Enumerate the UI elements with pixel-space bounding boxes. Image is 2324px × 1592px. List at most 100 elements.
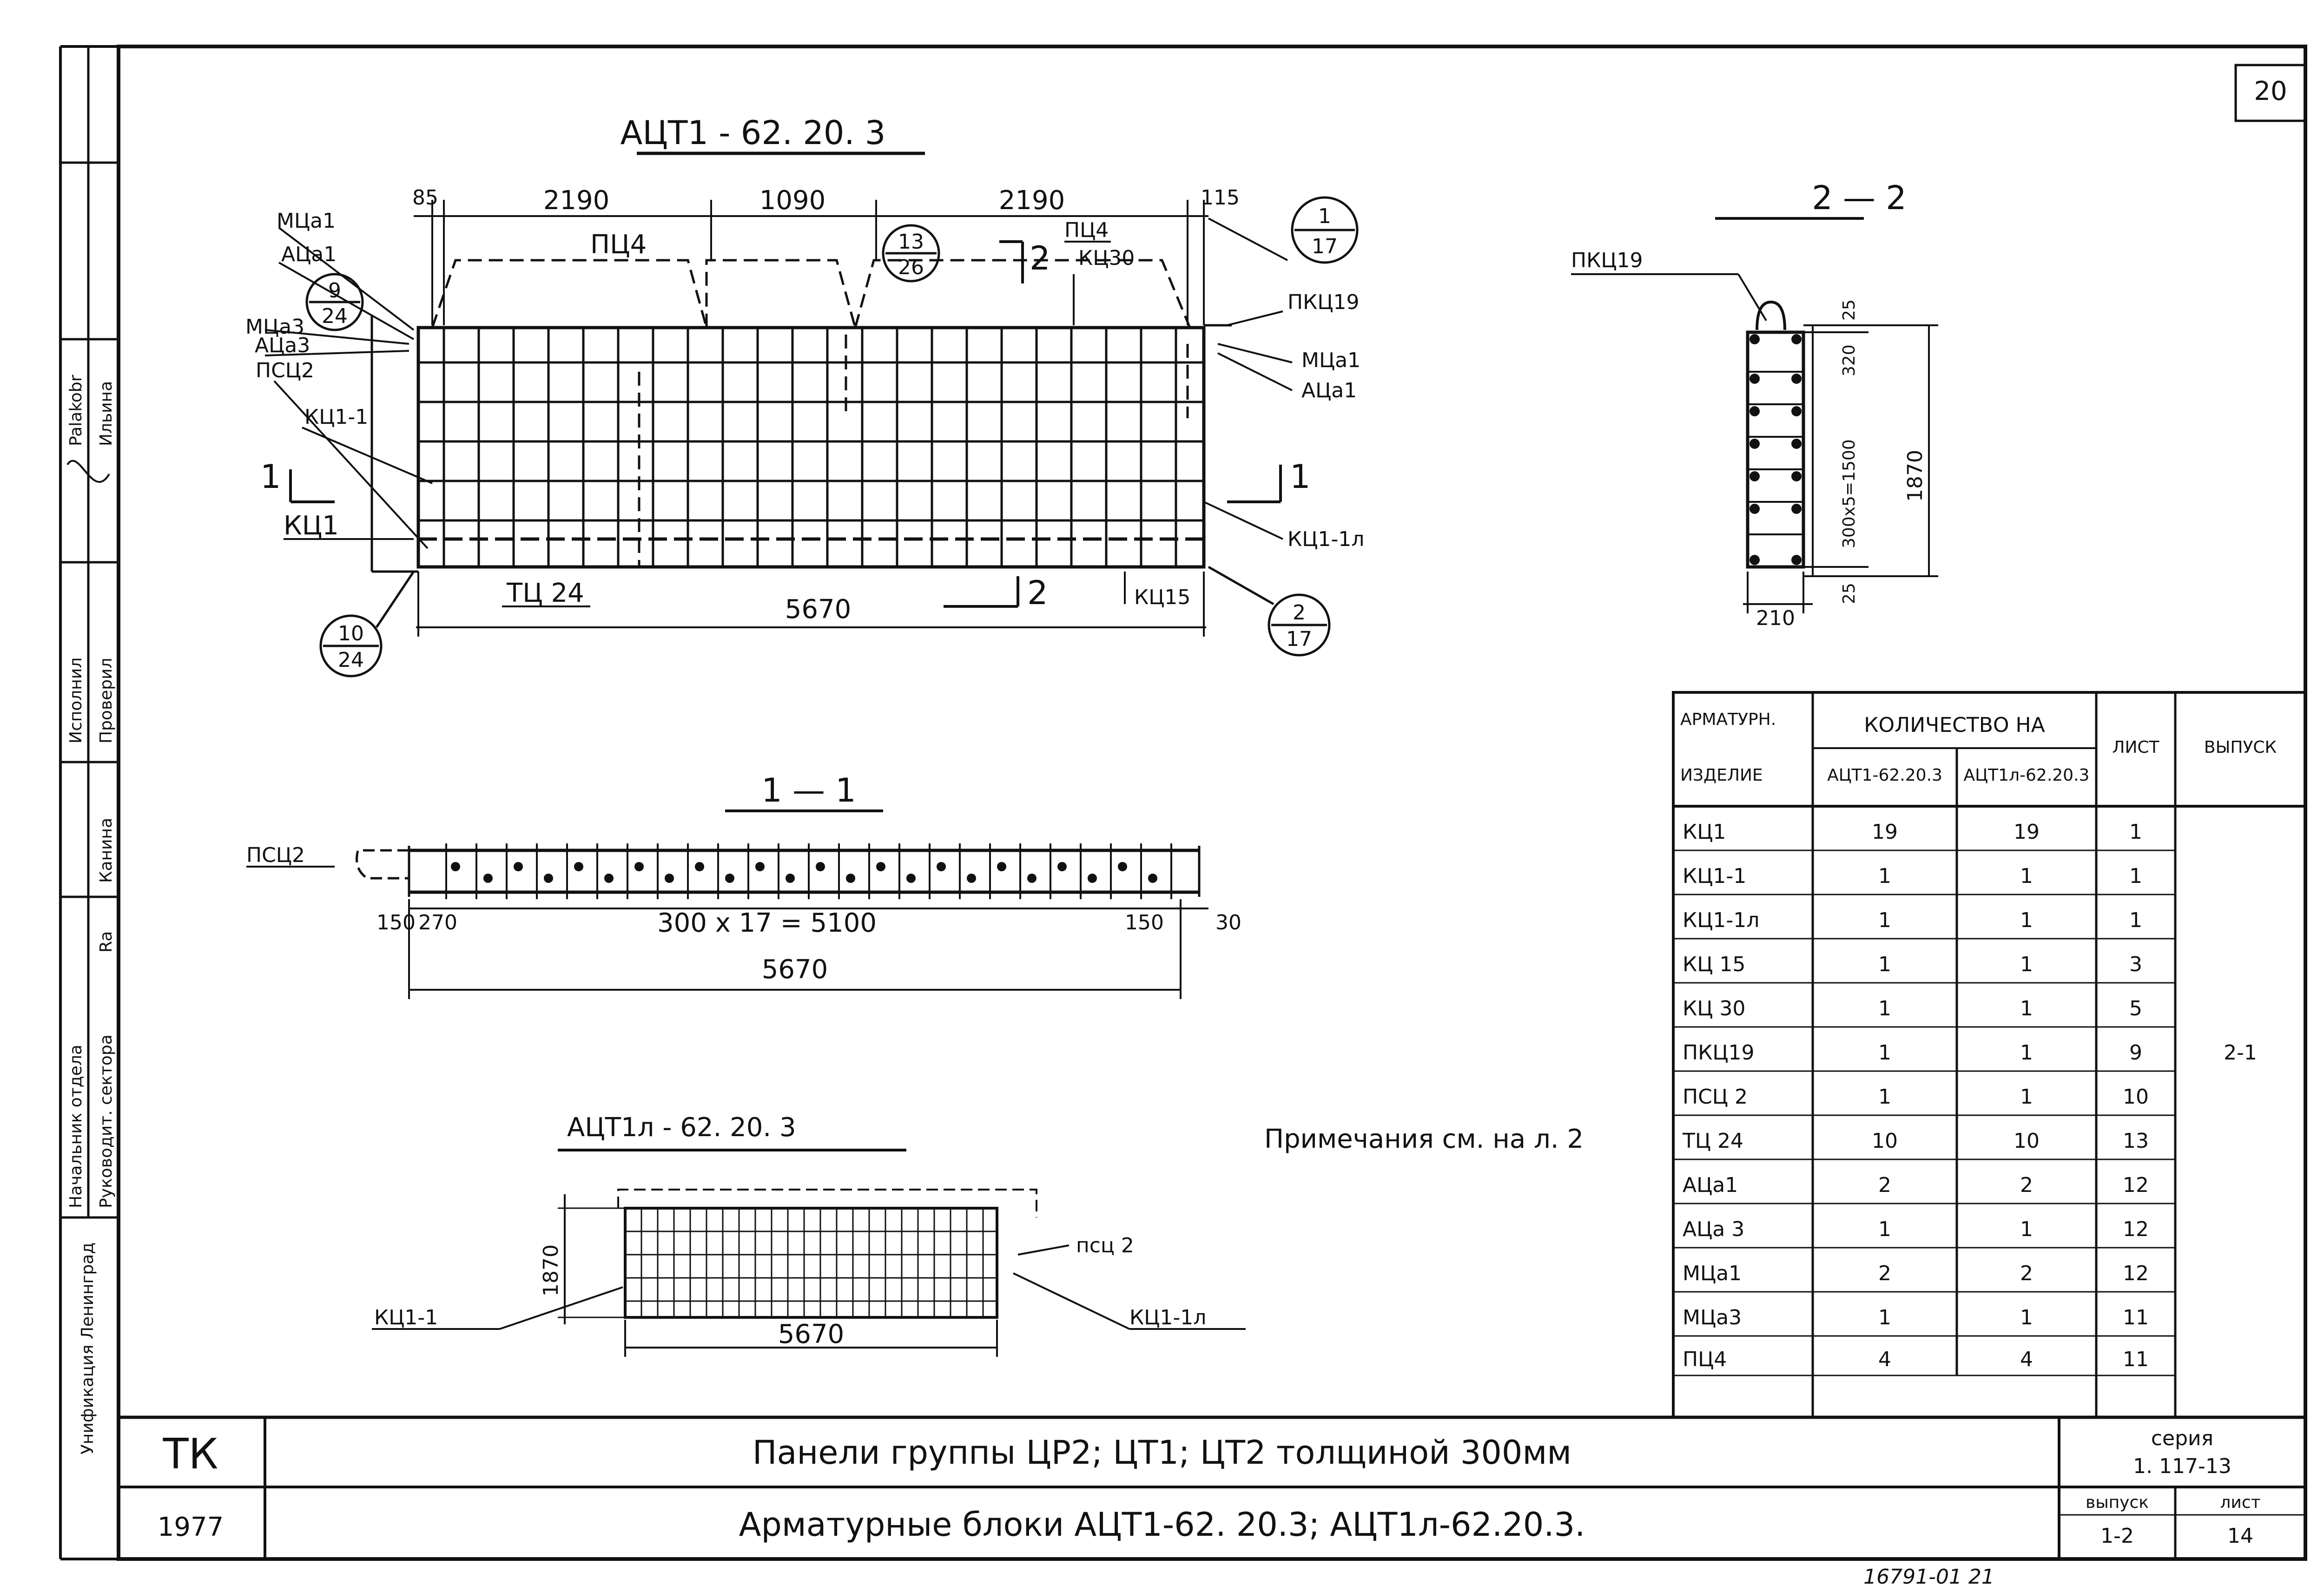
svg-text:1: 1 <box>1878 1306 1891 1329</box>
table-row: КЦ 15 1 1 3 <box>1683 953 2142 976</box>
stamp-role-4: Проверил <box>97 658 116 743</box>
svg-text:ТЦ 24: ТЦ 24 <box>1682 1129 1743 1153</box>
title-block-list-value: 14 <box>2227 1524 2253 1548</box>
callout-3-bottom: 24 <box>338 648 364 672</box>
small-label-left: КЦ1-1 <box>374 1306 438 1329</box>
signature-mark <box>66 460 110 483</box>
svg-text:11: 11 <box>2123 1306 2149 1329</box>
table-row: АЦа 3 1 1 12 <box>1683 1217 2149 1241</box>
title-block-line2: Арматурные блоки АЦТ1-62. 20.3; АЦТ1л-62… <box>739 1506 1585 1544</box>
title-block-vypusk-label: выпуск <box>2086 1493 2149 1512</box>
table-header-col1b: ИЗДЕЛИЕ <box>1680 766 1763 785</box>
svg-text:10: 10 <box>2123 1085 2149 1109</box>
table-header-col1a: АРМАТУРН. <box>1680 710 1776 729</box>
table-row: КЦ1-1л 1 1 1 <box>1683 908 2142 932</box>
table-row: ПЦ4 4 4 11 <box>1683 1348 2149 1371</box>
svg-text:ПЦ4: ПЦ4 <box>1683 1348 1727 1371</box>
section-22-dim-1: 320 <box>1840 344 1859 376</box>
svg-text:1: 1 <box>1878 908 1891 932</box>
stamp-role-2: Канина <box>97 818 116 883</box>
note-text: Примечания см. на л. 2 <box>1264 1124 1584 1154</box>
svg-text:1: 1 <box>2129 864 2142 888</box>
svg-text:12: 12 <box>2123 1173 2149 1197</box>
stamp-role-0: Начальник отдела <box>66 1045 86 1208</box>
svg-text:19: 19 <box>1872 820 1898 844</box>
section-22-label: ПКЦ19 <box>1571 249 1643 272</box>
label-kc11-left: КЦ1-1 <box>304 405 368 429</box>
svg-text:1: 1 <box>2020 1217 2033 1241</box>
small-drawing-title: АЦТ1л - 62. 20. 3 <box>567 1112 796 1143</box>
label-kc30-top: КЦ30 <box>1078 246 1135 270</box>
svg-text:12: 12 <box>2123 1262 2149 1285</box>
svg-text:13: 13 <box>2123 1129 2149 1153</box>
svg-text:ПСЦ 2: ПСЦ 2 <box>1683 1085 1748 1109</box>
section-22-bars <box>1750 334 1802 565</box>
section-22-dim-4: 25 <box>1840 583 1859 604</box>
small-label-psc: псц 2 <box>1076 1234 1134 1257</box>
label-aca1-left: АЦа1 <box>281 243 337 266</box>
stamp-name-4: Ильина <box>97 381 116 446</box>
stamp-name-1: Ra <box>97 931 116 953</box>
svg-text:АЦа 3: АЦа 3 <box>1683 1217 1744 1241</box>
section-22-dim-5: 210 <box>1756 606 1795 630</box>
callout-4-top: 2 <box>1293 601 1306 625</box>
small-drawing-mesh <box>372 1189 1246 1357</box>
title-block-list-label: лист <box>2220 1493 2260 1512</box>
svg-text:1: 1 <box>2020 1085 2033 1109</box>
svg-text:1: 1 <box>1878 997 1891 1020</box>
sheet-number: 20 <box>2254 76 2287 106</box>
svg-text:1: 1 <box>1878 864 1891 888</box>
section-mark-2-top: 2 <box>1030 239 1050 277</box>
svg-text:1: 1 <box>2020 1306 2033 1329</box>
section-22-cage <box>1743 300 1938 613</box>
stamp-role-3: Исполнил <box>66 658 86 743</box>
svg-text:1: 1 <box>1878 1041 1891 1065</box>
spec-table-grid <box>1672 691 2307 1419</box>
table-row: МЦа1 2 2 12 <box>1683 1262 2149 1285</box>
table-row: АЦа1 2 2 12 <box>1683 1173 2149 1197</box>
svg-text:КЦ1-1л: КЦ1-1л <box>1683 908 1759 932</box>
svg-text:АЦа1: АЦа1 <box>1683 1173 1738 1197</box>
table-header-group: КОЛИЧЕСТВО НА <box>1864 713 2045 737</box>
svg-text:2: 2 <box>2020 1173 2033 1197</box>
callout-0-top: 9 <box>328 279 341 303</box>
main-dim-1: 2190 <box>543 185 610 216</box>
label-kc11l-right: КЦ1-1л <box>1287 527 1364 551</box>
table-header-col4: ЛИСТ <box>2112 738 2159 757</box>
main-drawing-title: АЦТ1 - 62. 20. 3 <box>621 114 886 152</box>
svg-text:КЦ1: КЦ1 <box>1683 820 1726 844</box>
table-header-col5: ВЫПУСК <box>2204 738 2277 757</box>
main-drawing-mesh <box>370 259 1232 573</box>
left-stamp <box>60 46 119 1219</box>
archive-number: 16791-01 21 <box>1863 1565 1994 1589</box>
svg-text:1: 1 <box>2020 908 2033 932</box>
table-vypusk: 2-1 <box>2224 1041 2257 1065</box>
svg-text:МЦа3: МЦа3 <box>1683 1306 1742 1329</box>
svg-text:КЦ 30: КЦ 30 <box>1683 997 1745 1020</box>
section-22-dim-2: 300х5=1500 <box>1840 439 1859 548</box>
label-kc15-bottom: КЦ15 <box>1134 585 1190 609</box>
title-block-grid <box>119 1415 2305 1559</box>
section-11-label: ПСЦ2 <box>246 843 305 867</box>
svg-text:ПКЦ19: ПКЦ19 <box>1683 1041 1754 1065</box>
main-dim-2: 1090 <box>759 185 826 216</box>
section-11-dim-0: 150 <box>376 911 416 934</box>
title-block-org: ТК <box>163 1430 218 1479</box>
svg-text:1: 1 <box>2020 997 2033 1020</box>
stamp-org: Унификация Ленинград <box>78 1243 97 1454</box>
label-mca1-left: МЦа1 <box>277 209 336 233</box>
main-dim-bottom: 5670 <box>785 594 852 625</box>
label-tc24-bottom: ТЦ 24 <box>506 578 584 608</box>
main-dim-4: 115 <box>1201 186 1240 210</box>
label-pkc19-right: ПКЦ19 <box>1287 290 1359 314</box>
table-row: МЦа3 1 1 11 <box>1683 1306 2149 1329</box>
section-mark-2-bottom: 2 <box>1027 574 1048 612</box>
svg-text:1: 1 <box>1878 1217 1891 1241</box>
svg-text:2: 2 <box>1878 1173 1891 1197</box>
svg-text:КЦ 15: КЦ 15 <box>1683 953 1745 976</box>
table-row: КЦ1-1 1 1 1 <box>1683 864 2142 888</box>
svg-text:10: 10 <box>1872 1129 1898 1153</box>
svg-text:3: 3 <box>2129 953 2142 976</box>
svg-text:1: 1 <box>1878 953 1891 976</box>
